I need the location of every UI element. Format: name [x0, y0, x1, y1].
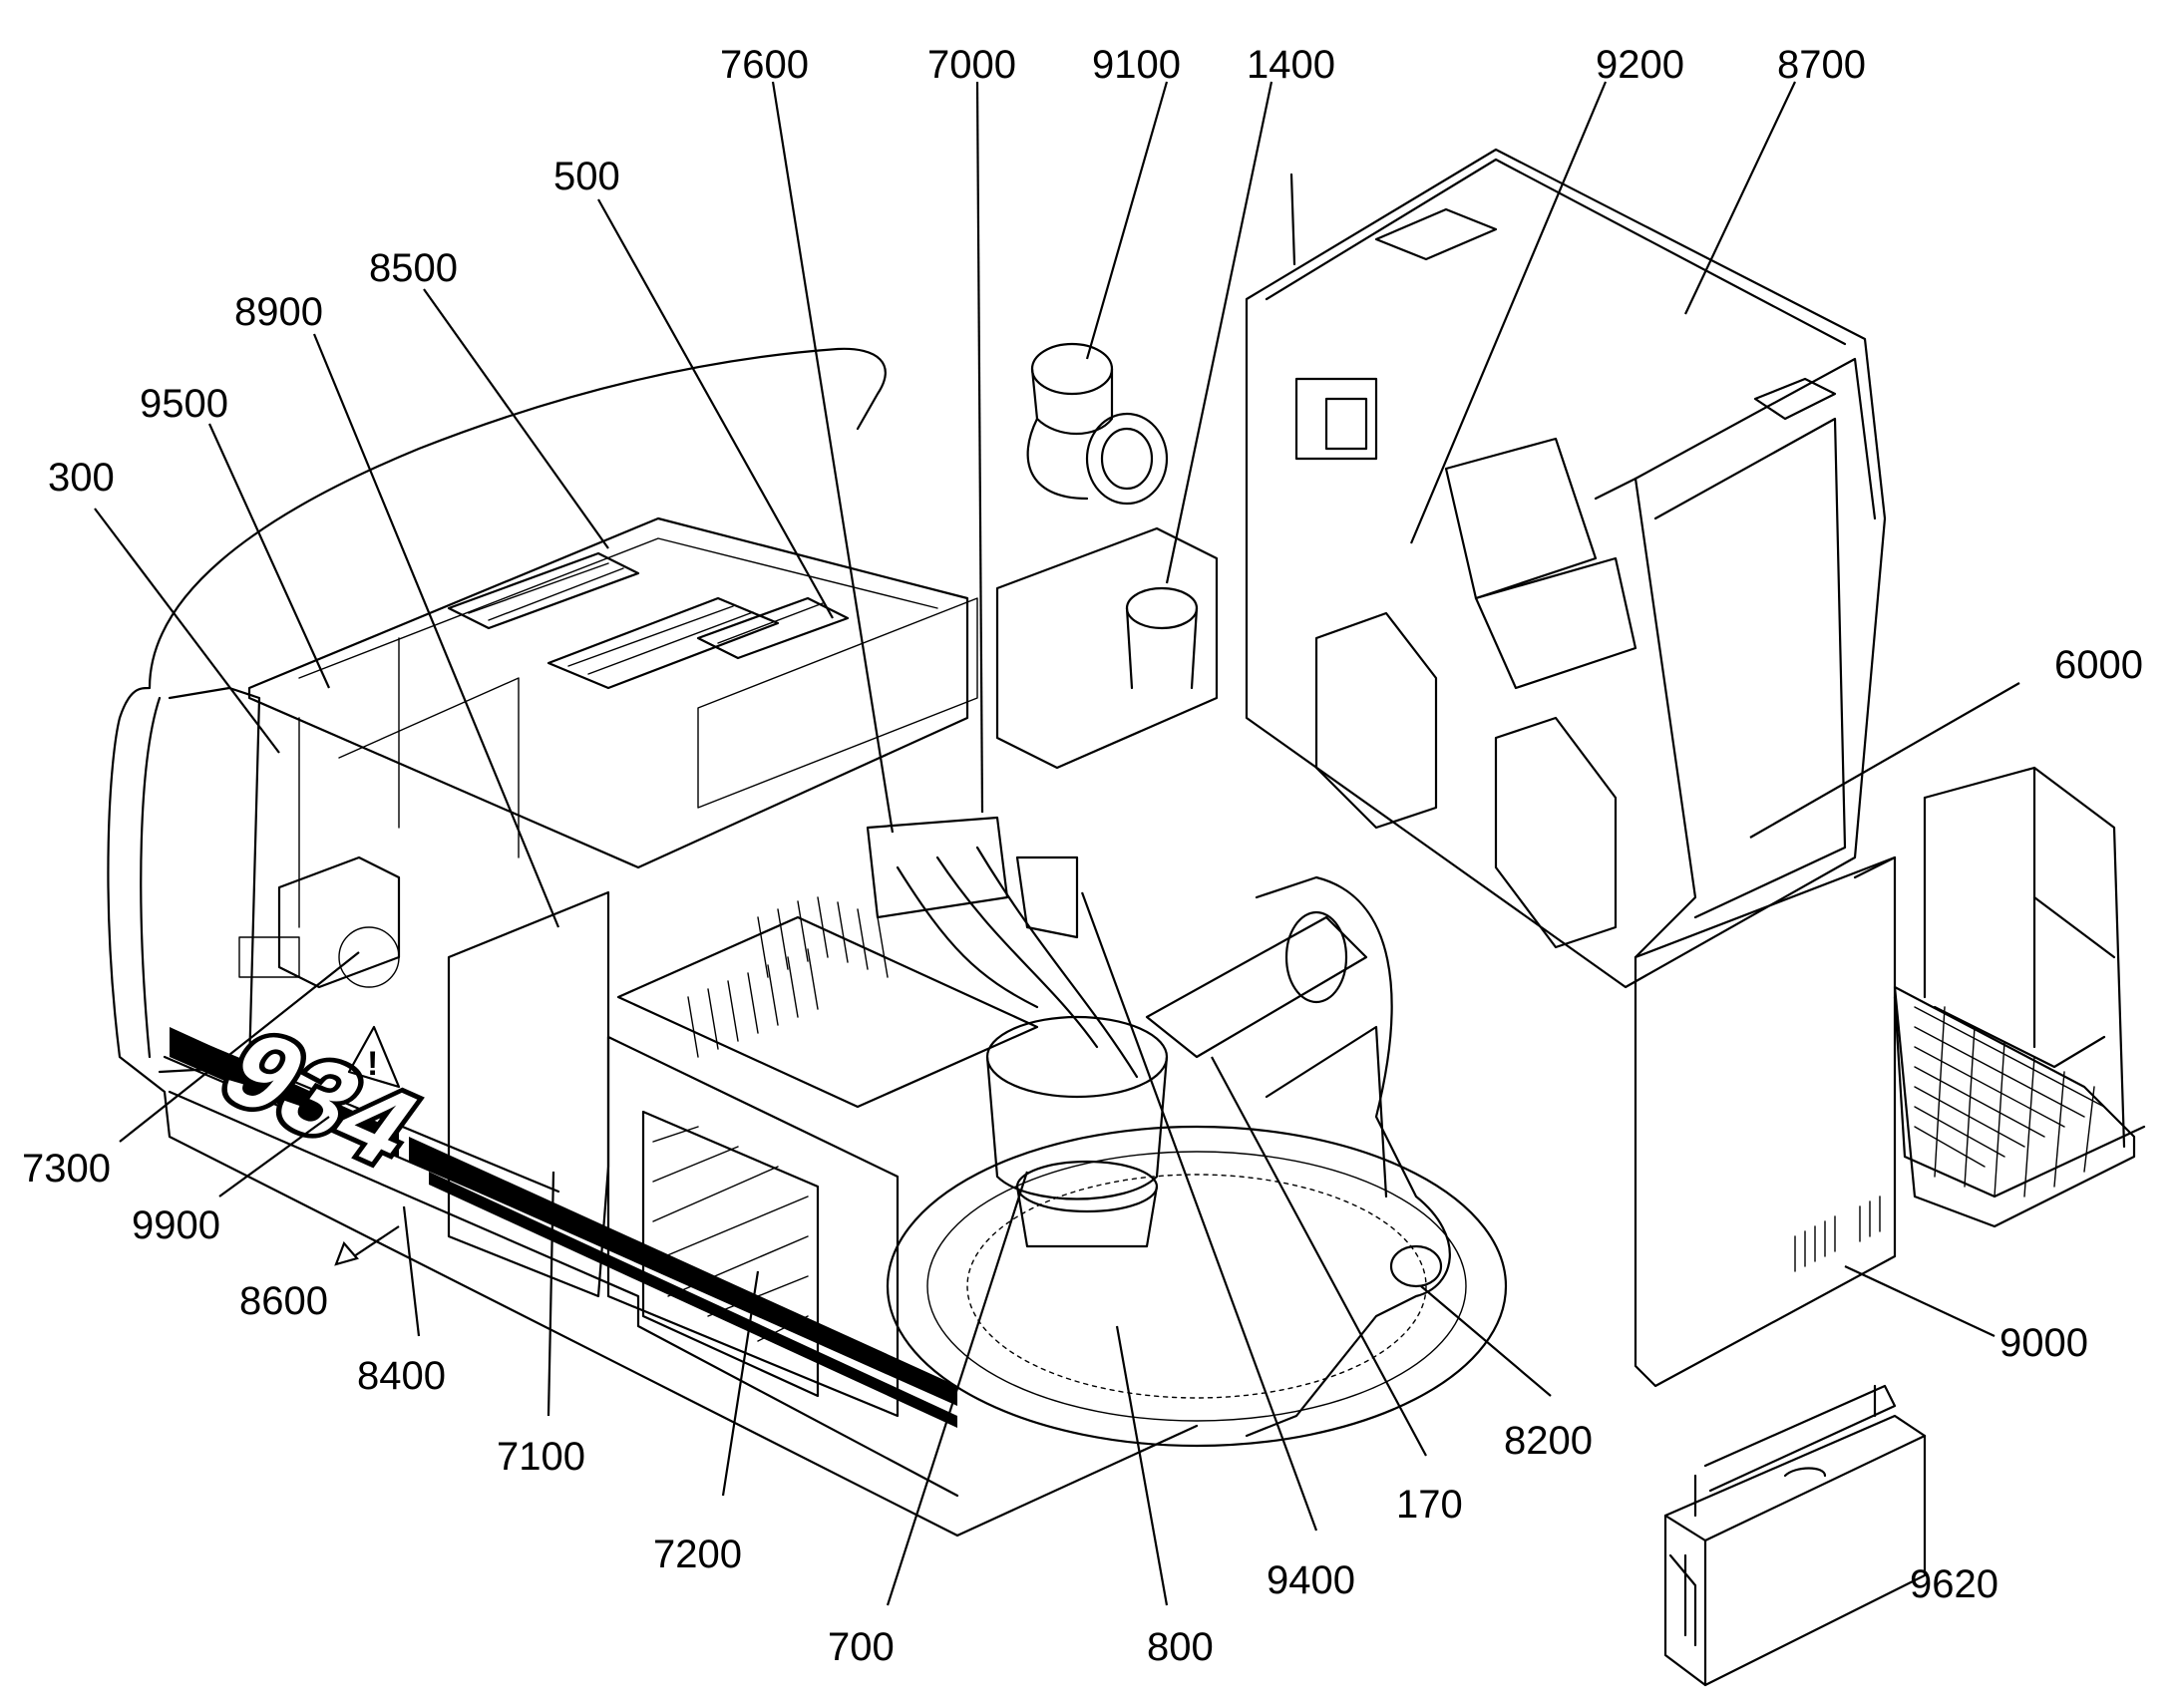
callout-8500: 8500: [369, 246, 458, 290]
callout-170: 170: [1396, 1483, 1463, 1527]
callout-6000: 6000: [2054, 643, 2143, 687]
leader-lines: [94, 81, 2020, 1606]
hood-grille: [447, 551, 850, 690]
swing-assembly: [886, 1015, 1508, 1448]
callout-9400: 9400: [1267, 1558, 1355, 1602]
callout-9100: 9100: [1092, 43, 1181, 87]
callout-7100: 7100: [497, 1435, 585, 1479]
side-door-7100: [447, 890, 610, 1298]
operator-cab: [1245, 148, 1887, 989]
callout-8200: 8200: [1504, 1419, 1593, 1463]
walkway-platform: [1893, 766, 2146, 1228]
storage-cabinet: [1634, 855, 1897, 1388]
callout-700: 700: [828, 1625, 895, 1669]
boom-foot: [1145, 875, 1451, 1438]
callout-8600: 8600: [239, 1279, 328, 1323]
callout-1400: 1400: [1247, 43, 1335, 87]
engine-hood: [247, 516, 969, 869]
toolbox: [1663, 1384, 1927, 1687]
callout-9620: 9620: [1910, 1562, 1998, 1606]
svg-text:!: !: [367, 1045, 378, 1083]
counterweight-stripe: [170, 1027, 399, 1157]
hydraulic-pump: [238, 855, 401, 989]
swing-ring: [886, 1125, 1508, 1448]
callout-8400: 8400: [357, 1354, 446, 1398]
callout-8900: 8900: [234, 290, 323, 334]
counterweight: [107, 347, 1199, 1537]
callout-9200: 9200: [1596, 43, 1684, 87]
callout-8700: 8700: [1777, 43, 1866, 87]
side-door-7200: [606, 1035, 900, 1418]
callout-9900: 9900: [132, 1203, 220, 1247]
callout-7000: 7000: [927, 43, 1016, 87]
callout-7600: 7600: [720, 43, 809, 87]
callout-9000: 9000: [1999, 1321, 2088, 1365]
callout-labels: 7600 7000 9100 1400 9200 8700 500 8500 8…: [22, 43, 2143, 1669]
callout-7200: 7200: [653, 1533, 742, 1576]
callout-7300: 7300: [22, 1147, 111, 1191]
callout-300: 300: [48, 456, 115, 500]
machine-illustration: 934 !: [107, 148, 2146, 1687]
callout-500: 500: [553, 155, 620, 198]
air-cleaner: [1026, 342, 1169, 506]
callout-800: 800: [1147, 1625, 1214, 1669]
callout-9500: 9500: [140, 382, 228, 426]
warning-triangle-icon: [347, 1025, 401, 1089]
